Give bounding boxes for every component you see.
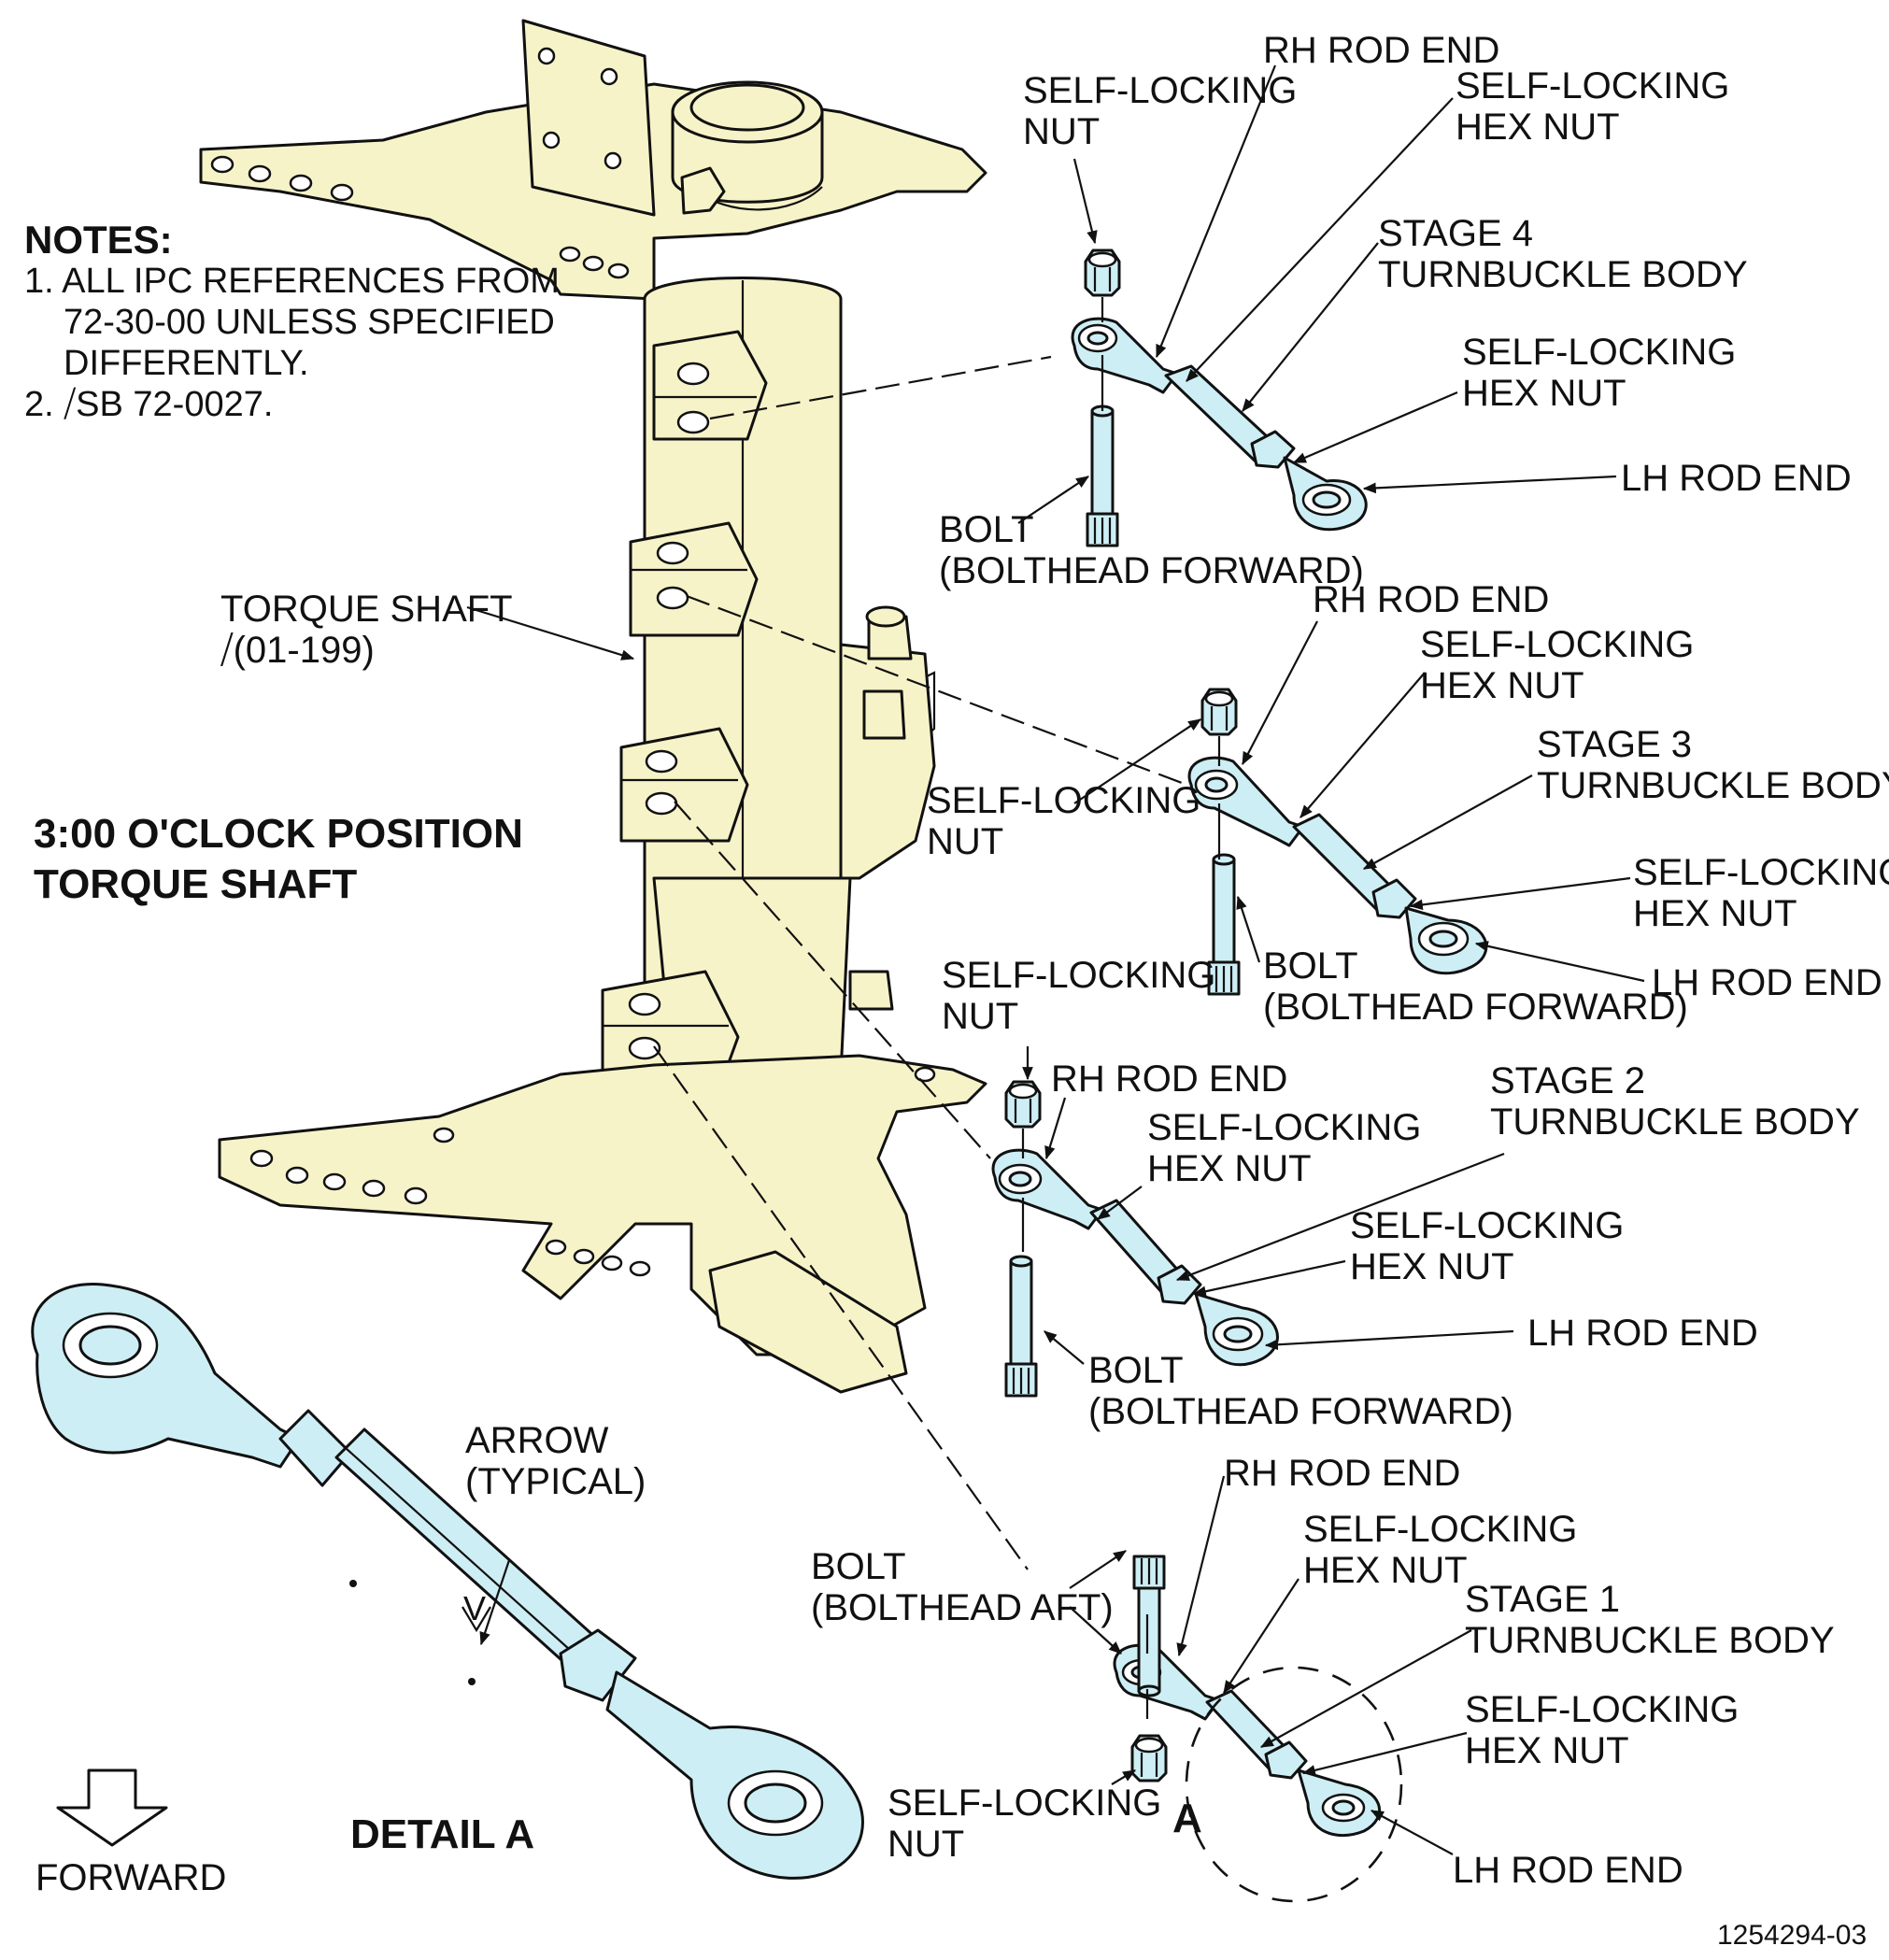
note-line: 72-30-00 UNLESS SPECIFIED [64,303,555,342]
label-line: HEX NUT [1633,893,1797,934]
stage2-hex-nut-lower-label: SELF-LOCKING HEX NUT [1350,1205,1624,1287]
label-line: STAGE 2 [1490,1060,1645,1101]
stage1-rh-rod-end-label: RH ROD END [1224,1453,1461,1494]
label-line: SELF-LOCKING [1465,1689,1740,1730]
label-line: TURNBUCKLE BODY [1378,254,1748,295]
label-line: HEX NUT [1462,373,1626,414]
detail-arrow-mark: V [463,1589,487,1627]
label-line: ⧸(01-199) [220,630,375,671]
label-line: TURNBUCKLE BODY [1465,1620,1835,1661]
stage3-self-locking-nut-label: SELF-LOCKING NUT [927,780,1200,862]
torque-shaft-body [199,19,987,1394]
detail-a-title: DETAIL A [350,1811,535,1857]
forward-arrow [56,1768,168,1847]
forward-label: FORWARD [36,1857,227,1898]
stage2-turnbuckle-label: STAGE 2 TURNBUCKLE BODY [1490,1060,1860,1143]
stage2-lh-rod-end-label: LH ROD END [1527,1313,1758,1354]
leader-lines [462,64,1645,1855]
stage4-rh-rod-end-label: RH ROD END [1263,30,1500,71]
label-line: STAGE 4 [1378,213,1533,254]
label-line: SELF-LOCKING [1462,332,1737,373]
label-line: SELF-LOCKING [888,1782,1162,1824]
stage4-bolt-label: BOLT (BOLTHEAD FORWARD) [939,509,1364,591]
label-line: BOLT [1088,1350,1184,1391]
stage1-turnbuckle-label: STAGE 1 TURNBUCKLE BODY [1465,1579,1835,1661]
stage3-turnbuckle-assembly [1187,688,1488,996]
label-line: SELF-LOCKING [1633,852,1889,893]
detail-callout-letter: A [1172,1796,1202,1841]
label-line: HEX NUT [1147,1148,1312,1189]
label-line: BOLT [939,509,1034,550]
label-line: HEX NUT [1420,665,1584,706]
stage1-bolt-label: BOLT (BOLTHEAD AFT) [811,1546,1114,1628]
label-line: HEX NUT [1350,1246,1514,1287]
notes-block: NOTES: 1. ALL IPC REFERENCES FROM 72-30-… [24,220,560,425]
label-line: SELF-LOCKING [1023,70,1298,111]
label-line: STAGE 1 [1465,1579,1620,1620]
label-line: TURNBUCKLE BODY [1490,1101,1860,1143]
stage3-hex-nut-lower-label: SELF-LOCKING HEX NUT [1633,852,1889,934]
stage3-lh-rod-end-label: LH ROD END [1652,962,1882,1003]
label-line: (BOLTHEAD FORWARD) [1263,987,1688,1028]
stage1-hex-nut-upper-label: SELF-LOCKING HEX NUT [1303,1509,1577,1591]
label-line: ARROW [465,1420,609,1461]
view-title: 3:00 O'CLOCK POSITION TORQUE SHAFT [34,809,523,910]
label-line: NUT [888,1824,965,1865]
stage2-rh-rod-end-label: RH ROD END [1051,1058,1288,1100]
stage4-hex-nut-upper-label: SELF-LOCKING HEX NUT [1456,65,1729,148]
label-line: SELF-LOCKING [927,780,1201,821]
label-line: BOLT [1263,945,1358,987]
label-line: SELF-LOCKING [1303,1509,1578,1550]
stage2-hex-nut-upper-label: SELF-LOCKING HEX NUT [1147,1107,1421,1189]
stage4-lh-rod-end-label: LH ROD END [1621,458,1852,499]
view-title-line: TORQUE SHAFT [34,861,358,907]
label-line: NUT [927,821,1004,862]
label-line: STAGE 3 [1537,724,1692,765]
label-line: (BOLTHEAD FORWARD) [939,550,1364,591]
stage4-self-locking-nut-label: SELF-LOCKING NUT [1023,70,1297,152]
view-title-line: 3:00 O'CLOCK POSITION [34,811,523,857]
stage2-bolt-label: BOLT (BOLTHEAD FORWARD) [1088,1350,1513,1432]
stage4-turnbuckle-label: STAGE 4 TURNBUCKLE BODY [1378,213,1748,295]
stage3-rh-rod-end-label: RH ROD END [1313,579,1550,620]
stage1-hex-nut-lower-label: SELF-LOCKING HEX NUT [1465,1689,1739,1771]
label-line: SELF-LOCKING [1456,65,1730,107]
note-line: 2. ⧸SB 72-0027. [24,385,274,424]
label-line: SELF-LOCKING [1350,1205,1625,1246]
label-line: SELF-LOCKING [942,955,1216,996]
label-line: TORQUE SHAFT [220,589,513,630]
torque-shaft-label: TORQUE SHAFT ⧸(01-199) [220,589,513,671]
label-line: NUT [942,996,1019,1037]
label-line: TURNBUCKLE BODY [1537,765,1889,806]
stage2-self-locking-nut-label: SELF-LOCKING NUT [942,955,1215,1037]
stage1-lh-rod-end-label: LH ROD END [1453,1850,1683,1891]
label-line: HEX NUT [1465,1730,1629,1771]
stage3-turnbuckle-label: STAGE 3 TURNBUCKLE BODY [1537,724,1889,806]
label-line: SELF-LOCKING [1147,1107,1422,1148]
label-line: (BOLTHEAD FORWARD) [1088,1391,1513,1432]
detail-arrow-label: ARROW (TYPICAL) [465,1420,646,1502]
note-line: 1. ALL IPC REFERENCES FROM [24,262,560,301]
note-line: DIFFERENTLY. [64,344,309,383]
stage4-hex-nut-lower-label: SELF-LOCKING HEX NUT [1462,332,1736,414]
label-line: (BOLTHEAD AFT) [811,1587,1114,1628]
detail-a-turnbuckle [31,1282,864,1880]
label-line: (TYPICAL) [465,1461,646,1502]
notes-heading: NOTES: [24,218,173,262]
label-line: NUT [1023,111,1101,152]
label-line: HEX NUT [1456,107,1620,148]
stage3-hex-nut-upper-label: SELF-LOCKING HEX NUT [1420,624,1694,706]
stage3-bolt-label: BOLT (BOLTHEAD FORWARD) [1263,945,1688,1028]
stage4-turnbuckle-assembly [1071,249,1368,547]
stage1-turnbuckle-assembly [1113,1555,1403,1903]
alignment-lines [653,355,1183,1570]
label-line: HEX NUT [1303,1550,1468,1591]
label-line: BOLT [811,1546,906,1587]
figure-id: 1254294-03 [1717,1920,1868,1951]
label-line: SELF-LOCKING [1420,624,1695,665]
stage1-self-locking-nut-label: SELF-LOCKING NUT [888,1782,1161,1865]
